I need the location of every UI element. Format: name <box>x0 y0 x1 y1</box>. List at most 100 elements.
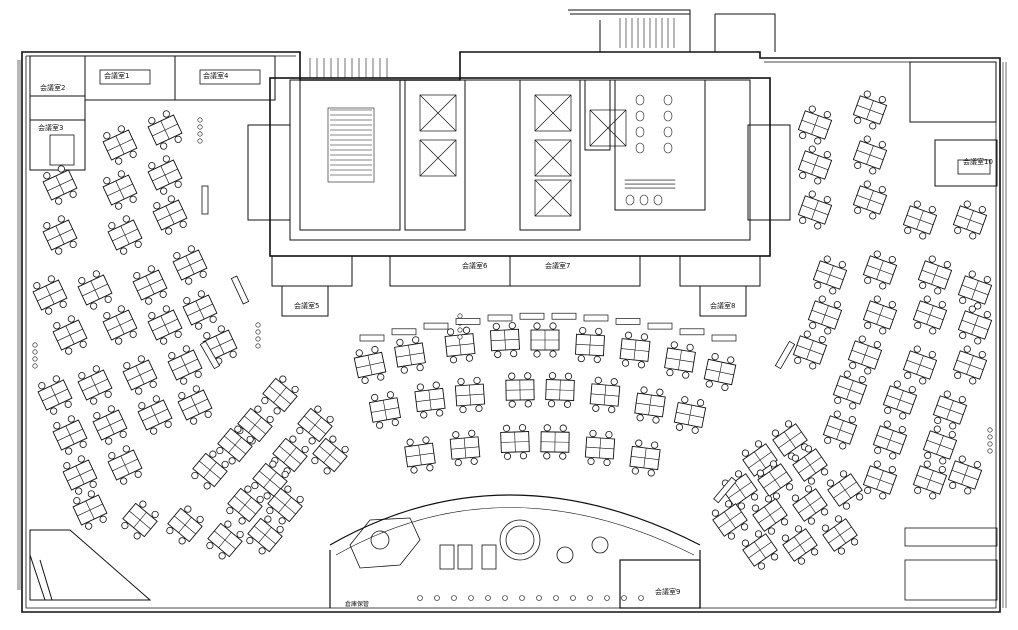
desk-cluster <box>791 485 829 525</box>
desk-cluster <box>368 391 402 429</box>
desk-cluster <box>251 460 289 500</box>
desk-cluster <box>575 327 605 363</box>
lounge-round-table <box>499 519 541 561</box>
desk-cluster <box>952 200 988 240</box>
benches <box>32 117 993 504</box>
desk-cluster <box>792 330 828 370</box>
desk-cluster <box>797 105 833 145</box>
lounge-hex-furniture <box>349 517 421 569</box>
desk-cluster <box>619 331 651 369</box>
desk-cluster <box>807 295 843 335</box>
desk-cluster <box>226 485 264 525</box>
desk-cluster <box>673 396 707 434</box>
lounge-small-tables <box>556 536 609 564</box>
desk-cluster <box>449 429 481 467</box>
desk-cluster <box>545 372 575 408</box>
desk-cluster <box>912 295 948 335</box>
desk-cluster <box>216 425 254 465</box>
desk-cluster <box>852 180 888 220</box>
desk-cluster <box>147 155 183 195</box>
desk-cluster <box>952 345 988 385</box>
desk-cluster <box>62 455 98 495</box>
desk-cluster <box>246 515 284 555</box>
room-label-5: 会議室5 <box>294 301 319 310</box>
desk-cluster <box>540 424 570 460</box>
desk-cluster <box>311 435 349 475</box>
desk-cluster <box>912 460 948 500</box>
desk-cluster <box>107 445 143 485</box>
desk-cluster <box>182 290 218 330</box>
meeting-tables <box>49 69 991 175</box>
desk-cluster <box>102 170 138 210</box>
lounge-area <box>329 494 701 609</box>
desk-cluster <box>751 495 789 535</box>
desk-cluster <box>771 420 809 460</box>
desk-cluster <box>703 353 737 391</box>
lounge-sofas <box>439 544 497 570</box>
restroom-fixtures <box>624 94 676 206</box>
room-labels: 会議室1 会議室2 会議室3 会議室4 会議室5 会議室6 会議室7 会議室8 … <box>38 71 993 608</box>
elevators <box>419 94 627 217</box>
desk-cluster <box>634 386 666 424</box>
desk-cluster <box>167 345 203 385</box>
desk-cluster <box>797 145 833 185</box>
desk-cluster <box>490 322 520 358</box>
desk-cluster <box>947 455 983 495</box>
desk-cluster <box>932 390 968 430</box>
desk-cluster <box>505 372 535 408</box>
desk-cluster <box>862 295 898 335</box>
desk-cluster <box>414 381 446 419</box>
desk-cluster <box>664 341 696 379</box>
desk-cluster <box>72 490 108 530</box>
desk-cluster <box>500 424 530 460</box>
desk-cluster <box>52 415 88 455</box>
desk-cluster <box>52 315 88 355</box>
desk-cluster <box>902 200 938 240</box>
room-label-6: 会議室6 <box>462 261 488 270</box>
desk-cluster <box>102 125 138 165</box>
desk-cluster <box>107 215 143 255</box>
desk-cluster <box>791 445 829 485</box>
stair-top <box>309 18 675 78</box>
desk-cluster <box>77 365 113 405</box>
desk-cluster <box>822 410 858 450</box>
building-core <box>247 77 791 257</box>
desk-cluster <box>922 425 958 465</box>
desk-cluster <box>266 485 304 525</box>
desk-cluster <box>77 270 113 310</box>
desk-cluster <box>872 420 908 460</box>
room-label-3: 会議室3 <box>38 123 63 132</box>
desk-cluster <box>261 375 299 415</box>
desk-cluster <box>353 346 387 384</box>
desk-cluster <box>584 429 616 467</box>
desk-cluster <box>32 275 68 315</box>
desk-cluster <box>741 440 779 480</box>
desk-cluster <box>826 470 864 510</box>
desk-cluster <box>147 305 183 345</box>
desk-cluster <box>852 135 888 175</box>
desk-cluster <box>812 255 848 295</box>
desk-cluster <box>37 375 73 415</box>
desk-clusters <box>32 69 993 570</box>
desk-cluster <box>589 376 621 414</box>
desk-cluster <box>454 376 486 414</box>
desk-cluster <box>296 405 334 445</box>
left-window-ticks <box>17 60 21 590</box>
stair-left <box>327 107 375 183</box>
desk-cluster <box>172 245 208 285</box>
room-label-9: 会議室9 <box>655 587 680 596</box>
desk-cluster <box>42 215 78 255</box>
core-rooms <box>271 255 761 317</box>
desk-cluster <box>132 265 168 305</box>
desk-cluster <box>121 500 159 540</box>
desk-cluster <box>781 525 819 565</box>
desk-cluster <box>152 195 188 235</box>
room-label-8: 会議室8 <box>710 301 735 310</box>
desk-cluster <box>629 439 661 477</box>
desk-cluster <box>847 335 883 375</box>
desk-cluster <box>862 250 898 290</box>
desk-cluster <box>917 255 953 295</box>
bottom-left-corner <box>29 529 152 601</box>
desk-cluster <box>852 90 888 130</box>
